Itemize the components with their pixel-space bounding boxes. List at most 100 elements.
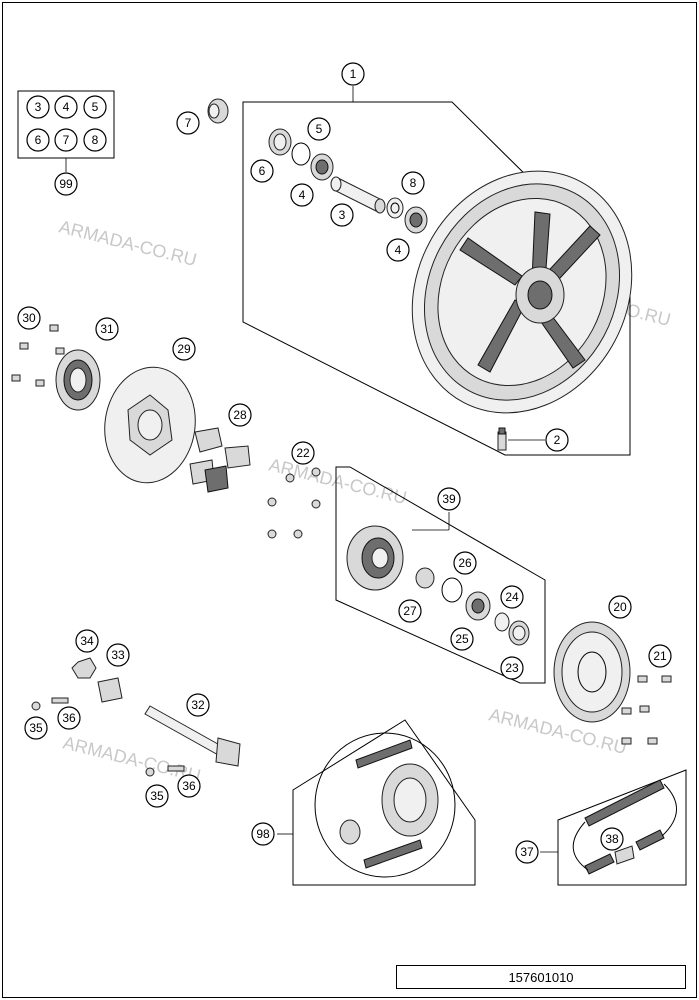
kit-item-3[interactable]: 3: [26, 95, 50, 119]
bearing-4-left[interactable]: [310, 153, 334, 181]
svg-text:36: 36: [62, 711, 76, 725]
collar-bushing-27[interactable]: [415, 567, 435, 589]
callout-37[interactable]: 37: [515, 840, 539, 864]
callout-29[interactable]: 29: [172, 337, 196, 361]
rear-sprocket-20[interactable]: [553, 621, 631, 723]
callout-25[interactable]: 25: [450, 627, 474, 651]
callout-5[interactable]: 5: [307, 117, 331, 141]
callout-20[interactable]: 20: [608, 595, 632, 619]
svg-text:23: 23: [505, 661, 519, 675]
nut-35-lower[interactable]: [145, 767, 155, 777]
svg-text:32: 32: [191, 698, 205, 712]
wheel-group-frame: [242, 101, 631, 456]
callout-32[interactable]: 32: [186, 693, 210, 717]
svg-text:7: 7: [185, 116, 192, 130]
kit-item-7[interactable]: 7: [54, 128, 78, 152]
screw-36-lower[interactable]: [167, 765, 185, 772]
callout-33[interactable]: 33: [106, 643, 130, 667]
callout-27[interactable]: 27: [398, 599, 422, 623]
bearing-4-right[interactable]: [404, 206, 428, 234]
shaft-seal-6[interactable]: [268, 128, 292, 156]
callout-35-lower[interactable]: 35: [145, 784, 169, 808]
callout-30[interactable]: 30: [17, 306, 41, 330]
callout-39[interactable]: 39: [437, 487, 461, 511]
svg-text:4: 4: [395, 243, 402, 257]
svg-text:35: 35: [150, 789, 164, 803]
screw-36-upper[interactable]: [51, 697, 69, 704]
callout-2[interactable]: 2: [545, 428, 569, 452]
callout-6[interactable]: 6: [250, 159, 274, 183]
kit-item-8[interactable]: 8: [83, 128, 107, 152]
callout-36-lower[interactable]: 36: [177, 774, 201, 798]
spacer-24[interactable]: [494, 612, 510, 632]
callout-28[interactable]: 28: [228, 403, 252, 427]
chain-37[interactable]: [572, 779, 677, 875]
nut-35-upper[interactable]: [31, 701, 41, 711]
svg-text:4: 4: [63, 100, 70, 114]
chain-kit-loop: [314, 732, 456, 878]
callout-35-upper[interactable]: 35: [24, 716, 48, 740]
bearing-25[interactable]: [465, 591, 491, 621]
screws-30[interactable]: [11, 324, 65, 387]
callout-23[interactable]: 23: [500, 656, 524, 680]
svg-text:30: 30: [22, 311, 36, 325]
chain-kit-98[interactable]: [339, 739, 439, 869]
callout-24[interactable]: 24: [500, 585, 524, 609]
svg-text:98: 98: [256, 827, 270, 841]
chain-joint-38[interactable]: [614, 845, 635, 865]
damping-rubbers-28[interactable]: [189, 427, 251, 493]
distance-sleeve-3[interactable]: [330, 176, 386, 214]
sprocket-carrier-39[interactable]: [346, 525, 404, 591]
callout-98[interactable]: 98: [251, 822, 275, 846]
rear-wheel-rim[interactable]: [371, 132, 674, 451]
svg-text:3: 3: [339, 208, 346, 222]
svg-text:1: 1: [350, 67, 357, 81]
screws-21[interactable]: [621, 675, 672, 745]
disc-carrier-31[interactable]: [55, 349, 101, 411]
nut-34[interactable]: [71, 657, 97, 679]
callout-21[interactable]: 21: [648, 644, 672, 668]
callout-4-right[interactable]: 4: [386, 238, 410, 262]
svg-text:37: 37: [520, 845, 534, 859]
svg-text:34: 34: [80, 634, 94, 648]
document-number: 157601010: [396, 965, 686, 989]
svg-text:28: 28: [233, 408, 247, 422]
callout-99[interactable]: 99: [54, 172, 78, 196]
svg-text:22: 22: [296, 446, 310, 460]
callout-34[interactable]: 34: [75, 629, 99, 653]
svg-text:26: 26: [458, 556, 472, 570]
svg-text:3: 3: [35, 100, 42, 114]
kit-item-6[interactable]: 6: [26, 128, 50, 152]
svg-text:2: 2: [554, 433, 561, 447]
callout-8[interactable]: 8: [401, 171, 425, 195]
callout-4-left[interactable]: 4: [290, 183, 314, 207]
valve-2[interactable]: [497, 427, 507, 451]
chain-adjuster-33[interactable]: [97, 677, 123, 703]
nuts-22[interactable]: [267, 467, 321, 539]
callout-26[interactable]: 26: [453, 551, 477, 575]
circlip-5[interactable]: [291, 142, 311, 166]
kit-item-5[interactable]: 5: [83, 95, 107, 119]
sprocket-carrier-frame: [335, 466, 546, 684]
kit-item-4[interactable]: 4: [54, 95, 78, 119]
callout-38[interactable]: 38: [600, 827, 624, 851]
svg-text:27: 27: [403, 604, 417, 618]
svg-text:99: 99: [59, 177, 73, 191]
chain-frame: [557, 769, 687, 886]
callout-31[interactable]: 31: [95, 317, 119, 341]
spacer-7[interactable]: [207, 98, 229, 124]
callout-3[interactable]: 3: [330, 203, 354, 227]
callout-36-upper[interactable]: 36: [57, 706, 81, 730]
callout-7[interactable]: 7: [176, 111, 200, 135]
circlip-26[interactable]: [441, 577, 463, 603]
svg-text:24: 24: [505, 590, 519, 604]
brake-disc-29[interactable]: [97, 361, 202, 488]
wheel-spindle-32[interactable]: [144, 705, 241, 767]
svg-text:21: 21: [653, 649, 667, 663]
shaft-seal-23[interactable]: [508, 620, 530, 646]
callout-1[interactable]: 1: [341, 62, 365, 86]
kit-99-box: [17, 90, 115, 172]
callout-22[interactable]: 22: [291, 441, 315, 465]
spacer-8[interactable]: [386, 197, 404, 219]
